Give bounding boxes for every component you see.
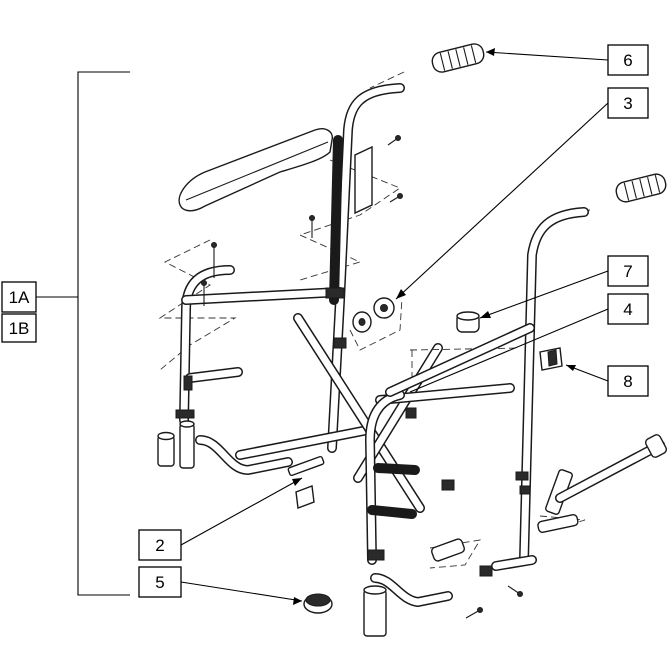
right-side-frame [363, 207, 589, 637]
callout-4: 4 [607, 293, 649, 325]
frame-bracket [36, 71, 130, 596]
loose-tube-icon [555, 434, 668, 503]
handle-grip-icon [615, 173, 667, 203]
callout-1b: 1B [1, 313, 37, 343]
clamp-icon [539, 347, 563, 371]
handle-grip-icon [431, 43, 485, 73]
callout-3-label: 3 [623, 94, 632, 113]
callout-1a: 1A [1, 281, 37, 313]
callout-5: 5 [138, 566, 182, 598]
callout-5-label: 5 [155, 573, 164, 592]
end-cap-icon [303, 593, 333, 614]
callout-2: 2 [138, 529, 182, 561]
callout-2-label: 2 [155, 536, 164, 555]
callout-1a-label: 1A [9, 288, 30, 307]
callout-6-label: 6 [623, 51, 632, 70]
screw-icon [465, 585, 523, 619]
callout-1b-label: 1B [9, 319, 30, 338]
callout-8-label: 8 [623, 372, 632, 391]
pin-icon [287, 455, 325, 509]
bumper-icon [456, 311, 480, 333]
callout-6: 6 [607, 44, 649, 76]
spacer-icon [349, 297, 403, 351]
leader-lines [180, 48, 609, 605]
callout-7-label: 7 [623, 262, 632, 281]
callout-8: 8 [607, 365, 649, 397]
callout-4-label: 4 [623, 300, 632, 319]
left-side-frame [157, 71, 591, 475]
callout-3: 3 [607, 87, 649, 119]
callout-7: 7 [607, 255, 649, 287]
screw-icon [201, 135, 403, 306]
